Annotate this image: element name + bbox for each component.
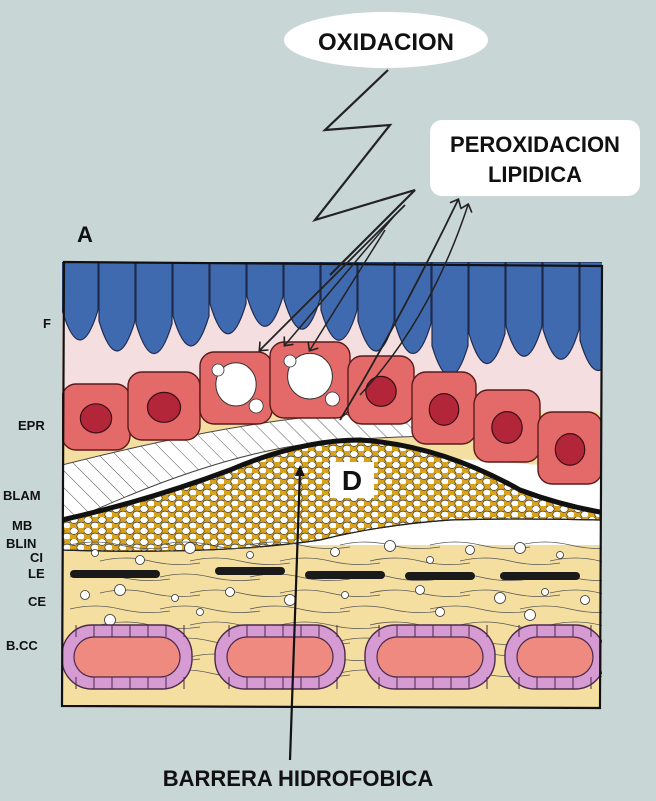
- photoreceptor-segment: [580, 262, 616, 370]
- capillary-lumen: [74, 637, 180, 677]
- vesicle: [115, 585, 126, 596]
- lipofuscin-vacuole: [249, 399, 263, 413]
- elastic-lamina-segment: [215, 567, 285, 575]
- vesicle: [557, 552, 564, 559]
- layer-label-blin: BLIN: [6, 536, 36, 551]
- vesicle: [136, 556, 145, 565]
- vesicle: [247, 552, 254, 559]
- vesicle: [427, 557, 434, 564]
- vesicle: [385, 541, 396, 552]
- peroxidation-label-line1: PEROXIDACION: [450, 132, 620, 157]
- layer-labels: F EPR BLAM MB BLIN CI LE CE B.CC: [3, 316, 51, 653]
- vesicle: [342, 592, 349, 599]
- photoreceptor-segment: [99, 262, 135, 351]
- lipofuscin-vacuole: [284, 355, 296, 367]
- oxidation-label: OXIDACION: [318, 29, 454, 56]
- rpe-nucleus: [366, 376, 396, 406]
- vesicle: [581, 596, 590, 605]
- layer-label-le: LE: [28, 566, 45, 581]
- rpe-nucleus: [492, 412, 522, 444]
- vesicle: [542, 589, 549, 596]
- capillary-lumen: [227, 637, 333, 677]
- deposit-label: D: [342, 465, 362, 496]
- rpe-nucleus: [147, 392, 180, 422]
- photoreceptor-segment: [395, 262, 431, 354]
- vesicle: [92, 550, 99, 557]
- vesicle: [331, 548, 340, 557]
- vesicle: [416, 586, 425, 595]
- lipofuscin-vacuole: [325, 392, 339, 406]
- capillary-lumen: [377, 637, 483, 677]
- vesicle: [525, 610, 536, 621]
- choriocapillaris: [62, 625, 605, 689]
- peroxidation-label-line2: LIPIDICA: [488, 162, 582, 187]
- vesicle: [436, 608, 445, 617]
- rpe-nucleus: [429, 394, 458, 426]
- vesicle: [185, 543, 196, 554]
- photoreceptor-segment: [506, 262, 542, 356]
- photoreceptor-segment: [543, 262, 579, 359]
- elastic-lamina-segment: [405, 572, 475, 580]
- barrier-label: BARRERA HIDROFOBICA: [163, 766, 434, 791]
- lipofuscin-vacuole: [212, 364, 224, 376]
- vesicle: [226, 588, 235, 597]
- layer-label-ce: CE: [28, 594, 46, 609]
- capillary-lumen: [517, 637, 593, 677]
- panel-letter: A: [77, 222, 93, 247]
- layer-label-mb: MB: [12, 518, 32, 533]
- photoreceptor-segment: [469, 262, 505, 364]
- layer-label-f: F: [43, 316, 51, 331]
- layer-label-ci: CI: [30, 550, 43, 565]
- photoreceptor-segment: [358, 262, 394, 351]
- vesicle: [81, 591, 90, 600]
- vesicle: [172, 595, 179, 602]
- elastic-lamina-segment: [70, 570, 160, 578]
- layer-label-epr: EPR: [18, 418, 45, 433]
- vesicle: [515, 543, 526, 554]
- vesicle: [466, 546, 475, 555]
- vesicle: [285, 595, 296, 606]
- layer-label-bcc: B.CC: [6, 638, 38, 653]
- rpe-nucleus: [80, 404, 111, 433]
- photoreceptor-segment: [136, 262, 172, 354]
- elastic-lamina-segment: [500, 572, 580, 580]
- rpe-nucleus: [555, 434, 584, 466]
- vesicle: [105, 615, 116, 626]
- layer-label-blam: BLAM: [3, 488, 41, 503]
- elastic-lamina-segment: [305, 571, 385, 579]
- vesicle: [197, 609, 204, 616]
- vesicle: [495, 593, 506, 604]
